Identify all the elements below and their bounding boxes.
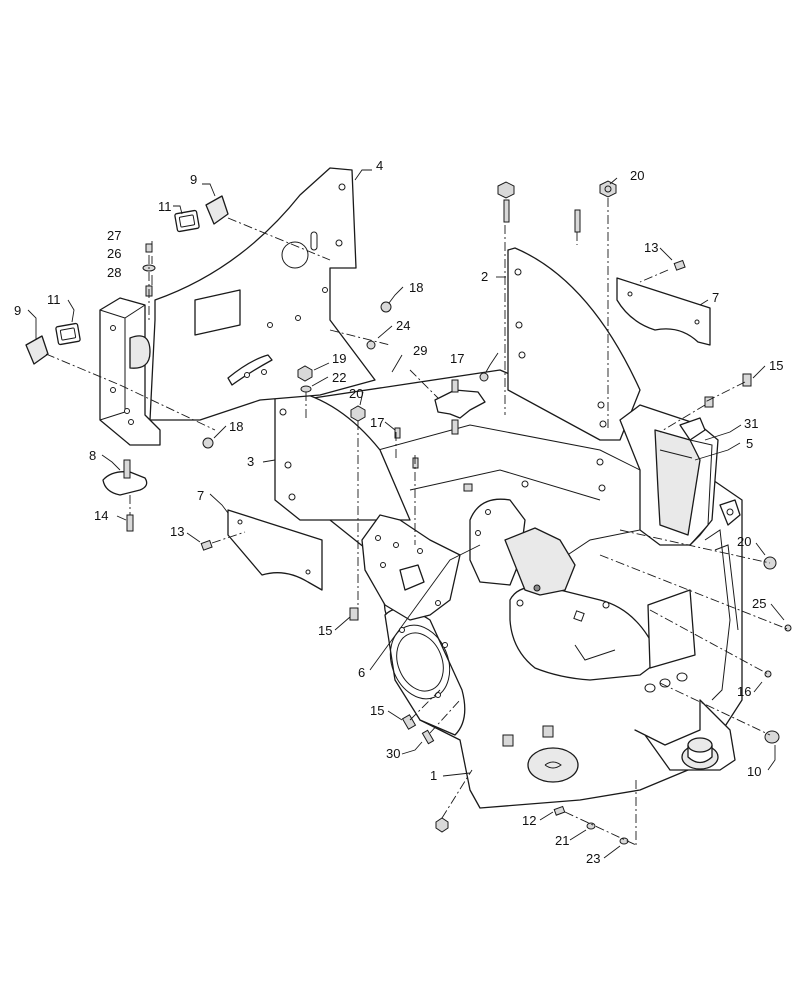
callout-22: 22 — [332, 370, 346, 385]
callout-31: 31 — [744, 416, 758, 431]
callout-12: 12 — [522, 813, 536, 828]
left-upright-bracket — [99, 297, 161, 446]
callout-28: 28 — [107, 265, 121, 280]
part-7-left-plate — [227, 509, 323, 591]
callout-9-top: 9 — [190, 172, 197, 187]
callout-25: 25 — [752, 596, 766, 611]
leader-lines — [27, 169, 785, 859]
callout-9-left: 9 — [14, 303, 21, 318]
callout-3: 3 — [247, 454, 254, 469]
callout-6: 6 — [358, 665, 365, 680]
callout-11-top: 11 — [158, 199, 172, 214]
part-5-right-console — [619, 404, 719, 546]
callout-19: 19 — [332, 351, 346, 366]
part-1-main-frame — [299, 369, 743, 809]
callout-8: 8 — [89, 448, 96, 463]
callout-23: 23 — [586, 851, 600, 866]
part-2-right-panel — [507, 247, 641, 441]
callout-18-left: 18 — [229, 419, 243, 434]
callout-14: 14 — [94, 508, 108, 523]
callout-20-mid: 20 — [349, 386, 363, 401]
part-6-front-console — [361, 498, 576, 621]
phantom-lines — [45, 198, 791, 846]
callout-18-top: 18 — [409, 280, 423, 295]
part-29-plate — [434, 379, 486, 435]
callout-15-left: 15 — [318, 623, 332, 638]
callout-15-bottom: 15 — [370, 703, 384, 718]
callout-16: 16 — [737, 684, 751, 699]
callout-2: 2 — [481, 269, 488, 284]
callout-7-right: 7 — [712, 290, 719, 305]
callout-27: 27 — [107, 228, 121, 243]
part-4-upper-left-panel — [149, 167, 376, 421]
callout-29: 29 — [413, 343, 427, 358]
callout-4: 4 — [376, 158, 383, 173]
callout-15-right: 15 — [769, 358, 783, 373]
callout-24: 24 — [396, 318, 410, 333]
callout-17-right: 17 — [450, 351, 464, 366]
callout-20-top: 20 — [630, 168, 644, 183]
parts-9-11-hardware — [25, 195, 229, 365]
part-31-bracket — [679, 417, 706, 441]
callout-30: 30 — [386, 746, 400, 761]
callout-13-right: 13 — [644, 240, 658, 255]
part-7-right-plate — [616, 277, 711, 346]
callout-5: 5 — [746, 436, 753, 451]
callout-10: 10 — [747, 764, 761, 779]
part-8-stud-bracket — [102, 459, 148, 496]
callout-20-right: 20 — [737, 534, 751, 549]
callout-1: 1 — [430, 768, 437, 783]
callout-17-left: 17 — [370, 415, 384, 430]
callout-11-left: 11 — [47, 292, 61, 307]
callout-7-left: 7 — [197, 488, 204, 503]
callout-21: 21 — [555, 833, 569, 848]
callout-26: 26 — [107, 246, 121, 261]
callout-13-left: 13 — [170, 524, 184, 539]
callout-labels: 1 2 3 4 5 6 7 7 8 9 9 10 11 11 12 13 13 … — [14, 158, 783, 866]
fasteners — [126, 180, 792, 845]
